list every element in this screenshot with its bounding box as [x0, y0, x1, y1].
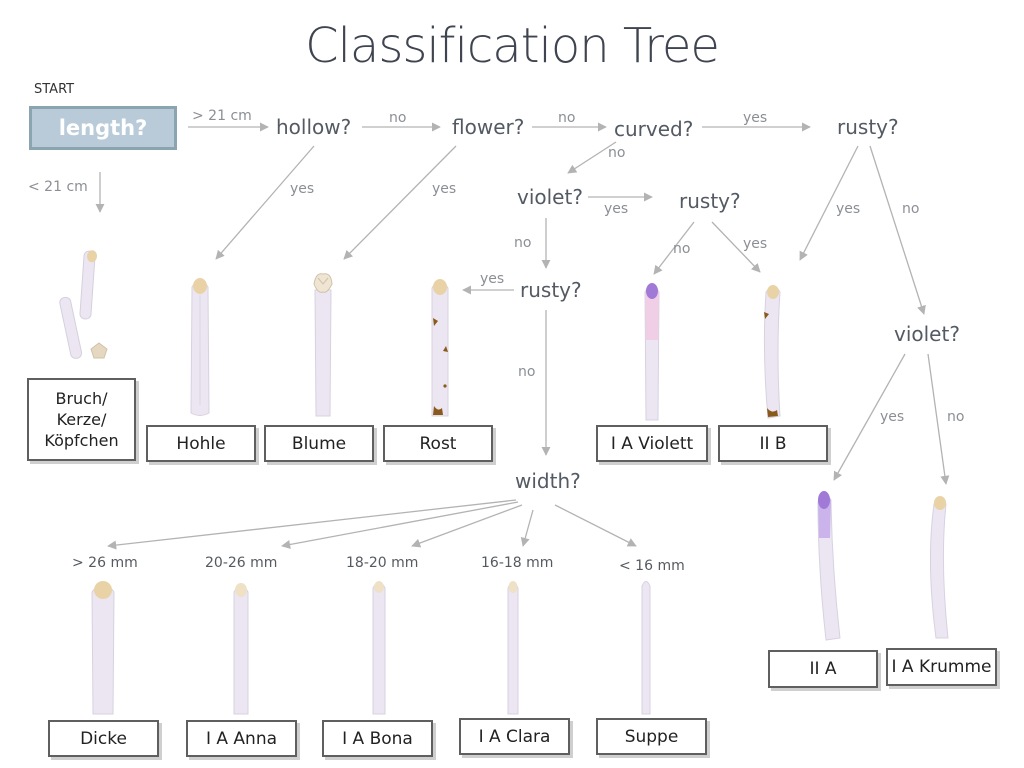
- question-hollow: hollow?: [276, 115, 352, 139]
- width-label-20-26: 20-26 mm: [205, 555, 278, 571]
- leaf-suppe: Suppe: [596, 718, 707, 755]
- stalk-dicke-image: [91, 581, 115, 715]
- question-violet-right: violet?: [894, 322, 960, 346]
- question-flower: flower?: [452, 115, 525, 139]
- stalk-blume-image: [313, 273, 333, 417]
- leaf-dicke: Dicke: [48, 720, 159, 757]
- leaf-ia-krumme: I A Krumme: [886, 648, 997, 686]
- question-rusty-top: rusty?: [837, 115, 899, 139]
- edge-label-violet-yes: yes: [604, 201, 629, 217]
- page-title: Classification Tree: [305, 18, 720, 74]
- arrow-width-anna: [281, 501, 519, 549]
- edge-label-rustytop-yes: yes: [836, 201, 861, 217]
- leaf-hohle: Hohle: [146, 425, 256, 462]
- stalk-iib-image: [763, 285, 781, 419]
- arrow-flower-blume: [343, 145, 457, 260]
- edge-label-violet-no: no: [514, 235, 532, 251]
- edge-label-rustylow-yes: yes: [480, 271, 505, 287]
- edge-label-rustymid-yes: yes: [743, 236, 768, 252]
- question-rusty-mid: rusty?: [679, 189, 741, 213]
- stalk-rost-image: [431, 279, 449, 417]
- arrow-width-bona: [411, 504, 523, 548]
- leaf-ia-clara: I A Clara: [459, 718, 570, 755]
- edge-label-gt21: > 21 cm: [192, 108, 252, 124]
- edge-label-curved-no: no: [608, 145, 626, 161]
- stalk-hohle-image: [190, 278, 210, 416]
- width-label-18-20: 18-20 mm: [346, 555, 419, 571]
- arrow-hollow-hohle: [215, 145, 315, 260]
- stalk-clara-image: [507, 581, 519, 715]
- edge-label-rustylow-no: no: [518, 364, 536, 380]
- edge-label-violetright-yes: yes: [880, 409, 905, 425]
- width-label-16-18: 16-18 mm: [481, 555, 554, 571]
- start-label: START: [34, 82, 75, 97]
- stalk-krumme-image: [929, 496, 949, 639]
- question-rusty-low: rusty?: [520, 278, 582, 302]
- stalk-anna-image: [233, 583, 249, 715]
- leaf-blume: Blume: [264, 425, 374, 462]
- edge-label-lt21: < 21 cm: [28, 179, 88, 195]
- edge-label-rustytop-no: no: [902, 201, 920, 217]
- leaf-ii-a: II A: [768, 650, 878, 688]
- stalk-iia-image: [817, 491, 841, 641]
- edge-label-violetright-no: no: [947, 409, 965, 425]
- stalk-bona-image: [372, 581, 386, 715]
- width-label-lt16: < 16 mm: [619, 558, 685, 574]
- broken-stalks-image: [59, 250, 108, 359]
- edge-label-hollow-no: no: [389, 110, 407, 126]
- arrow-rustymid-iib: [711, 221, 761, 273]
- edge-label-flower-yes: yes: [432, 181, 457, 197]
- stalk-suppe-image: [641, 581, 651, 715]
- question-curved: curved?: [614, 117, 694, 141]
- leaf-ia-violett: I A Violett: [596, 425, 708, 462]
- arrow-violet-iia: [833, 353, 906, 481]
- leaf-rost: Rost: [383, 425, 493, 462]
- arrow-curved-violet: [567, 141, 617, 174]
- arrow-rusty-iib: [799, 145, 859, 261]
- width-label-gt26: > 26 mm: [72, 555, 138, 571]
- root-node-label: length?: [58, 116, 148, 140]
- edge-label-hollow-yes: yes: [290, 181, 315, 197]
- arrow-width-clara: [520, 509, 534, 547]
- arrow-rustymid-violett: [653, 221, 695, 275]
- leaf-bruch-kerze-koepfchen: Bruch/ Kerze/ Köpfchen: [27, 378, 136, 461]
- edge-label-flower-no: no: [558, 110, 576, 126]
- arrow-width-dicke: [107, 499, 517, 550]
- arrow-violet-krumme: [927, 353, 950, 485]
- leaf-ii-b: II B: [718, 425, 828, 462]
- leaf-ia-anna: I A Anna: [186, 720, 297, 757]
- leaf-ia-bona: I A Bona: [322, 720, 433, 757]
- stalk-violett-image: [644, 283, 660, 421]
- question-violet-mid: violet?: [517, 185, 583, 209]
- question-width: width?: [515, 469, 581, 493]
- edge-label-curved-yes: yes: [743, 110, 768, 126]
- arrow-width-suppe: [554, 504, 637, 547]
- edge-label-rustymid-no: no: [673, 241, 691, 257]
- root-node-length: length?: [29, 106, 177, 150]
- arrow-rusty-violet: [869, 145, 926, 315]
